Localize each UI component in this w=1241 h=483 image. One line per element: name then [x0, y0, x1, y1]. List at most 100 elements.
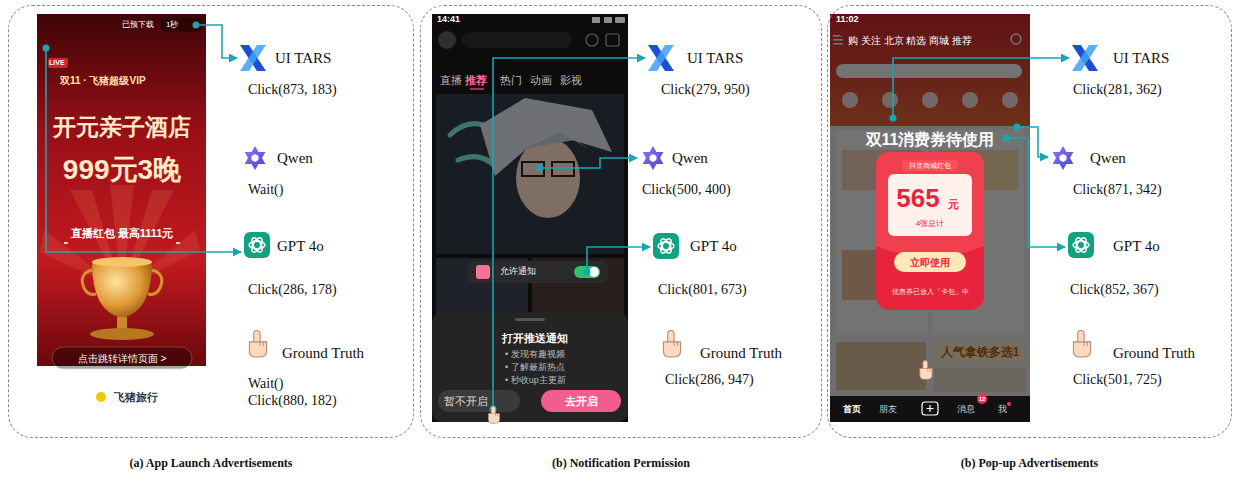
app-launch-ad-screenshot-part [92, 262, 152, 318]
button-text: 点击跳转详情页面 > [78, 353, 167, 364]
app-launch-ad-screenshot-part [90, 328, 154, 340]
coupon-unit: 元 [948, 198, 959, 210]
tap-hand-icons-part [488, 406, 499, 423]
leader-line [46, 48, 241, 252]
tab-text: 热门 [500, 74, 522, 86]
popup-ad-screenshot-part [830, 396, 1030, 422]
popup-title: 双11消费券待使用 [866, 131, 995, 149]
leader-line [493, 58, 645, 409]
tab-text: 影视 [560, 74, 582, 86]
app-launch-ad-screenshot-part [148, 270, 162, 294]
popup-tag: 抖音商城红包 [909, 162, 951, 170]
panel-frame: (b) Notification Permission [420, 5, 822, 438]
app-launch-ad-screenshot-part [96, 392, 106, 402]
panel-frame: (a) App Launch Advertisements [8, 5, 414, 438]
nav-text: 我 [998, 405, 1007, 415]
action-text: Click(286, 178) [248, 282, 337, 297]
model-logos-part [1072, 45, 1098, 71]
notification-permission-screenshot [432, 14, 628, 422]
app-launch-ad-screenshot-part [48, 58, 68, 68]
model-logos-part [244, 232, 270, 258]
model-logos-part [249, 331, 266, 357]
popup-ad-screenshot [830, 14, 1030, 422]
popup-ad-screenshot-part [922, 402, 938, 415]
app-launch-ad-screenshot-part [52, 347, 192, 369]
popup-ad-screenshot-part [1007, 402, 1011, 406]
model-logos-part [648, 45, 674, 71]
tab-text: 推荐 [465, 74, 487, 86]
leader-dot [193, 22, 200, 29]
ad-headline: 999元3晚 [63, 155, 181, 186]
model-name: Ground Truth [1113, 345, 1195, 362]
leader-line [1017, 127, 1048, 157]
leader-dot [1014, 124, 1021, 131]
screen-text: 已预下载 [122, 21, 154, 30]
app-launch-ad-screenshot-part [176, 242, 180, 244]
button-text: 去开启 [565, 395, 598, 407]
screen-text: 4张总计 [916, 220, 944, 229]
nav-text: 消息 [957, 405, 975, 415]
action-text: Wait() [248, 376, 283, 391]
leader-dot [584, 269, 591, 276]
live-tag: LIVE [49, 59, 65, 67]
dialog-text: • 发现有趣视频 [505, 350, 565, 360]
screen-text: 双11 · 飞猪超级VIP [60, 75, 146, 86]
dialog-title: 打开推送通知 [502, 332, 568, 344]
leader-line [587, 247, 650, 272]
notification-permission-screenshot-part [432, 312, 628, 422]
leader-dot [1003, 135, 1010, 142]
model-logos-part [1053, 146, 1074, 170]
leader-dot [490, 406, 497, 413]
leader-line [540, 158, 637, 168]
app-launch-ad-screenshot-part [92, 257, 152, 267]
leader-line [1006, 138, 1065, 247]
action-text: Wait() [248, 182, 283, 197]
button-text: 暂不开启 [444, 395, 488, 407]
popup-ad-screenshot-part [830, 14, 1030, 422]
panel-frame: (b) Pop-up Advertisements [827, 5, 1232, 438]
tap-hand-icons [488, 360, 932, 423]
popup-ad-screenshot-part [977, 394, 987, 404]
screen-text: 允许通知 [500, 267, 536, 277]
action-text: Click(873, 183) [248, 82, 337, 97]
model-name: UI TARS [1113, 50, 1169, 67]
action-text: Click(501, 725) [1073, 372, 1162, 387]
action-text: Click(871, 342) [1073, 182, 1162, 197]
leader-dot [537, 165, 544, 172]
notification-permission-screenshot-part [432, 14, 628, 422]
model-logos-part [663, 331, 680, 357]
coupon-amount: 565 [896, 184, 939, 213]
model-name: UI TARS [275, 50, 331, 67]
notification-permission-screenshot-part [476, 265, 490, 279]
badge-number: 12 [979, 396, 986, 403]
app-launch-ad-screenshot-part [117, 317, 127, 329]
app-launch-ad-screenshot-part [160, 18, 203, 32]
nav-text: 购 关注 北京 精选 商城 推荐 [848, 35, 972, 46]
action-text: Click(281, 362) [1073, 82, 1162, 97]
model-logos-part [240, 45, 266, 71]
dialog-text: • 了解最新热点 [505, 363, 565, 373]
ad-headline: 开元亲子酒店 [53, 115, 191, 140]
nav-text: 首页 [843, 405, 861, 415]
model-name: UI TARS [687, 50, 743, 67]
panel-caption: (a) App Launch Advertisements [9, 457, 413, 470]
model-logos-part [245, 146, 266, 170]
action-text: Click(801, 673) [658, 282, 747, 297]
notification-permission-screenshot-part [432, 14, 628, 422]
screen-text: 直播红包 最高1111元 [71, 227, 174, 239]
model-logos [240, 45, 1098, 357]
model-name: Qwen [1090, 150, 1126, 167]
popup-ad-screenshot-part [888, 174, 972, 236]
popup-ad-screenshot-part [902, 160, 958, 171]
panel-caption: (b) Notification Permission [421, 457, 821, 470]
panel-caption: (b) Pop-up Advertisements [828, 457, 1231, 470]
app-launch-ad-screenshot-part [37, 14, 206, 366]
notification-permission-screenshot-part [541, 390, 621, 412]
status-time: 14:41 [437, 15, 460, 25]
leader-dot [890, 115, 897, 122]
popup-ad-screenshot-part [876, 152, 984, 257]
app-launch-ad-screenshot-part [82, 270, 96, 294]
